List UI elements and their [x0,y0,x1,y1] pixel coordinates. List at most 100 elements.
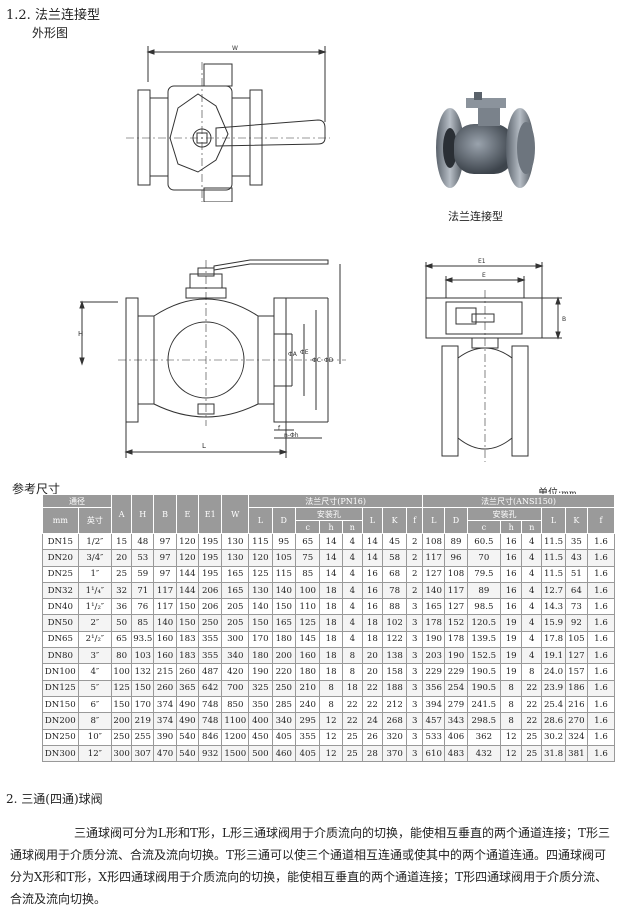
table-cell: 212 [381,695,408,714]
side-view-drawing: E1 E B [424,258,566,462]
table-cell: 340 [271,712,296,730]
table-cell: 19 [500,647,523,665]
table-cell: 97 [153,549,177,567]
table-cell: 75 [294,549,321,567]
table-cell: 12 [500,728,523,746]
table-cell: 200 [111,712,133,730]
header-pn-k: K [381,507,408,534]
table-cell: 88 [381,598,408,616]
table-cell: 205 [221,598,250,616]
table-cell: 103 [131,647,155,665]
table-cell: 22 [341,695,363,714]
table-cell: 25 [111,565,133,583]
header-e1: E1 [197,494,223,534]
outline-drawing-label: 外形图 [32,26,69,40]
header-pn-mount: 安装孔 [294,507,363,521]
table-cell: 3 [406,614,424,632]
table-cell: 117 [444,581,468,600]
table-cell: 12 [319,744,343,763]
table-cell: 125 [111,679,133,697]
table-cell: DN40 [42,598,79,616]
table-cell: 71 [131,581,155,600]
table-cell: 178 [422,614,446,632]
table-cell: 1.6 [587,663,615,681]
table-cell: 1100 [221,712,250,730]
table-cell: 183 [175,630,200,649]
front-section-drawing: H L ΦA ΦE ΦC ΦD f n-Φh [78,259,346,458]
table-cell: 188 [381,679,408,697]
table-cell: 540 [175,744,200,763]
table-cell: 130 [221,532,250,551]
table-cell: 1¹/₂″ [77,598,113,616]
table-cell: 355 [294,728,321,746]
table-cell: 24.0 [541,663,566,681]
table-cell: 470 [153,744,177,763]
table-cell: 500 [248,744,273,763]
table-cell: 850 [221,695,250,714]
table-cell: 73 [564,598,589,616]
table-cell: 17.8 [541,630,566,649]
table-cell: 18 [319,663,343,681]
header-inch: 英寸 [77,507,113,534]
table-cell: 140 [153,614,177,632]
header-ansi-n: n [521,520,543,534]
table-cell: 8 [500,695,523,714]
table-cell: 183 [175,647,200,665]
table-cell: 1/2″ [77,532,113,551]
section-title: 1.2. 法兰连接型 [6,8,100,23]
dimension-table: 通径 A H B E E1 W 法兰尺寸(PN16) 法兰尺寸(ANSI150)… [41,494,615,763]
table-cell: 8 [341,647,363,665]
table-cell: 12.7 [541,581,566,600]
header-w: W [221,494,250,534]
table-cell: 144 [175,565,200,583]
table-cell: 18 [319,614,343,632]
table-cell: 165 [221,565,250,583]
table-cell: 4 [341,614,363,632]
table-cell: 14.3 [541,598,566,616]
table-cell: 19 [500,663,523,681]
table-cell: 130 [221,549,250,567]
table-cell: DN150 [42,695,79,714]
table-cell: 487 [197,663,223,681]
dim-b-label: B [562,316,566,323]
table-cell: 350 [248,695,273,714]
table-cell: 31.8 [541,744,566,763]
table-cell: 157 [564,663,589,681]
table-cell: 120.5 [466,614,502,632]
table-cell: 190 [444,647,468,665]
table-cell: 324 [564,728,589,746]
header-pn-l2: L [361,507,383,534]
table-cell: 405 [271,728,296,746]
table-cell: DN15 [42,532,79,551]
table-cell: 108 [422,532,446,551]
table-cell: 14 [319,565,343,583]
unit-label: 单位:mm [538,488,577,499]
table-cell: 97 [153,532,177,551]
table-cell: 355 [197,630,223,649]
table-cell: 206 [197,581,223,600]
table-cell: 150 [131,679,155,697]
table-cell: 5″ [77,679,113,697]
table-cell: 540 [175,728,200,746]
table-cell: 206 [197,598,223,616]
table-cell: 35 [564,532,589,551]
table-cell: 145 [294,630,321,649]
table-cell: 125 [294,614,321,632]
table-cell: 642 [197,679,223,697]
table-cell: 3 [406,679,424,697]
table-cell: 50 [111,614,133,632]
photo-caption: 法兰连接型 [448,210,503,223]
table-cell: 20 [361,663,383,681]
table-cell: 1.6 [587,532,615,551]
table-cell: 92 [564,614,589,632]
table-cell: 4 [341,549,363,567]
table-cell: 127 [422,565,446,583]
table-cell: 340 [221,647,250,665]
table-cell: 22 [521,695,543,714]
table-cell: 58 [381,549,408,567]
table-cell: DN50 [42,614,79,632]
table-cell: 356 [422,679,446,697]
table-cell: 22 [521,712,543,730]
table-cell: 22 [341,712,363,730]
